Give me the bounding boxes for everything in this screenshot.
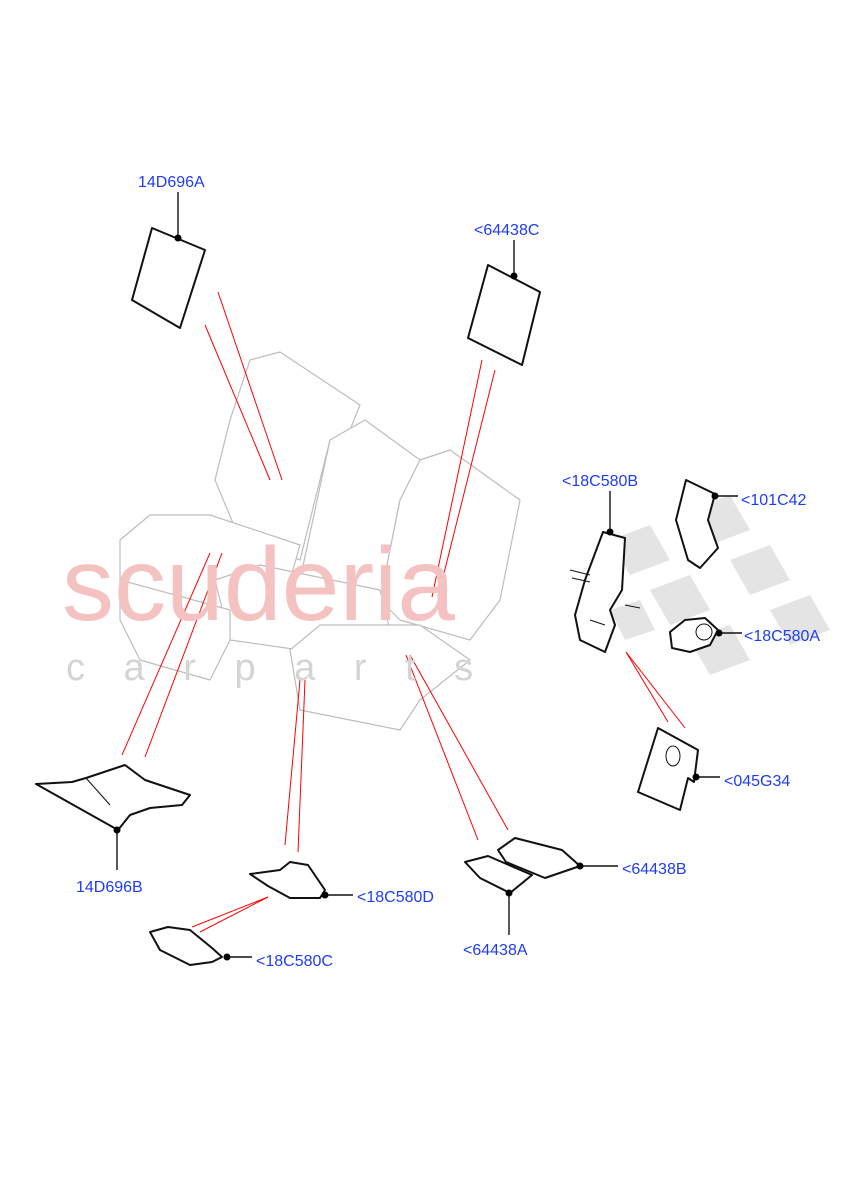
callout-18C580B[interactable]: <18C580B [562, 473, 638, 490]
callout-18C580C[interactable]: <18C580C [256, 953, 333, 970]
callout-045G34[interactable]: <045G34 [724, 773, 790, 790]
part-18C580C-module[interactable] [149, 926, 223, 966]
callout-14D696B[interactable]: 14D696B [76, 879, 143, 896]
callout-101C42[interactable]: <101C42 [741, 492, 806, 509]
part-18C580A-motor[interactable] [669, 617, 719, 653]
callout-14D696A[interactable]: 14D696A [138, 174, 205, 191]
callout-18C580D[interactable]: <18C580D [357, 889, 434, 906]
rear-seat-assembly [119, 351, 521, 731]
callout-64438B[interactable]: <64438B [622, 861, 687, 878]
part-64438C-pad[interactable] [467, 264, 541, 366]
leader-lines [121, 291, 686, 933]
part-045G34-mat[interactable] [637, 727, 699, 811]
part-14D696A-pad[interactable] [131, 227, 206, 329]
watermark-checker [610, 495, 830, 675]
callout-18C580A[interactable]: <18C580A [744, 628, 820, 645]
part-64438A-pad[interactable] [464, 855, 533, 894]
part-18C580D-module[interactable] [249, 861, 326, 899]
part-18C580B-panel[interactable] [569, 531, 641, 653]
callout-64438A[interactable]: <64438A [463, 942, 528, 959]
part-14D696B-cover[interactable] [35, 764, 191, 831]
callout-leaders [113, 192, 742, 961]
callout-64438C[interactable]: <64438C [474, 222, 539, 239]
